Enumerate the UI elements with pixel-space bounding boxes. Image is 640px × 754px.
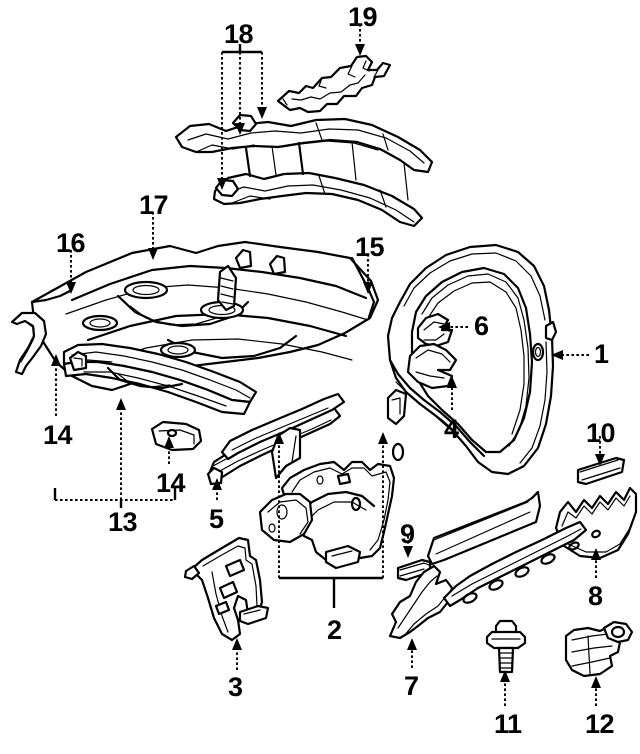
leader-2 (274, 432, 388, 608)
leader-9 (403, 536, 413, 558)
leader-14b (164, 436, 174, 464)
leader-10 (595, 436, 605, 466)
callout-label-17[interactable]: 17 (139, 190, 169, 220)
leader-11 (500, 670, 510, 706)
part-8-rocker-inner-reinforcement (554, 486, 638, 560)
part-inner-rocker-panel (426, 490, 542, 566)
callout-label-6[interactable]: 6 (474, 311, 489, 341)
callout-label-18[interactable]: 18 (224, 19, 254, 49)
callout-label-11[interactable]: 11 (494, 709, 522, 739)
part-4-center-pillar-hinge-reinforcement (406, 342, 458, 390)
callout-label-7[interactable]: 7 (404, 671, 419, 701)
callout-label-1[interactable]: 1 (594, 339, 609, 369)
part-14b-mounting-bracket (150, 420, 203, 452)
callout-label-13[interactable]: 13 (108, 507, 138, 537)
leader-6 (438, 322, 468, 332)
leader-17 (148, 212, 158, 260)
part-2-center-pillar-inner-reinforcement (280, 460, 396, 570)
callout-label-3[interactable]: 3 (228, 672, 243, 702)
callout-label-14b[interactable]: 14 (156, 468, 186, 498)
part-7-rocker-end-bracket (388, 520, 601, 640)
leader-3 (232, 638, 242, 670)
leader-13 (53, 398, 177, 508)
leader-12 (591, 676, 601, 706)
part-1-body-side-outer-panel (386, 243, 558, 476)
leader-5 (212, 478, 222, 500)
leader-4 (447, 376, 457, 410)
leader-7 (407, 638, 417, 668)
part-12-retainer-clip-bracket (564, 620, 634, 678)
part-18-rear-crossmember-set (174, 113, 434, 228)
leader-16 (66, 250, 76, 294)
part-13-floor-crossmember (62, 342, 258, 416)
callout-label-15[interactable]: 15 (355, 232, 385, 262)
callout-label-4[interactable]: 4 (444, 414, 459, 444)
part-11-flange-head-bolt (485, 619, 527, 674)
callout-label-14a[interactable]: 14 (43, 420, 73, 450)
leader-18 (217, 44, 267, 190)
part-10-rocker-filler-strip (576, 456, 626, 486)
part-19-crossmember-end-bracket (276, 54, 392, 114)
callout-label-5[interactable]: 5 (209, 504, 224, 534)
callout-label-9[interactable]: 9 (400, 519, 415, 549)
callout-label-10[interactable]: 10 (586, 418, 616, 448)
leader-1 (551, 350, 589, 360)
callout-label-12[interactable]: 12 (585, 709, 615, 739)
callout-label-8[interactable]: 8 (588, 581, 603, 611)
leader-8 (591, 548, 601, 578)
leader-14a (51, 354, 61, 416)
callout-label-19[interactable]: 19 (348, 2, 378, 32)
callout-label-2[interactable]: 2 (327, 615, 342, 645)
part-6-upper-pillar-bracket (416, 312, 454, 348)
callout-label-16[interactable]: 16 (56, 228, 86, 258)
part-3-lower-b-pillar-bracket (183, 536, 270, 642)
leader-19 (355, 24, 365, 56)
part-left-curl-hanger (10, 311, 48, 376)
leader-15 (363, 254, 373, 294)
